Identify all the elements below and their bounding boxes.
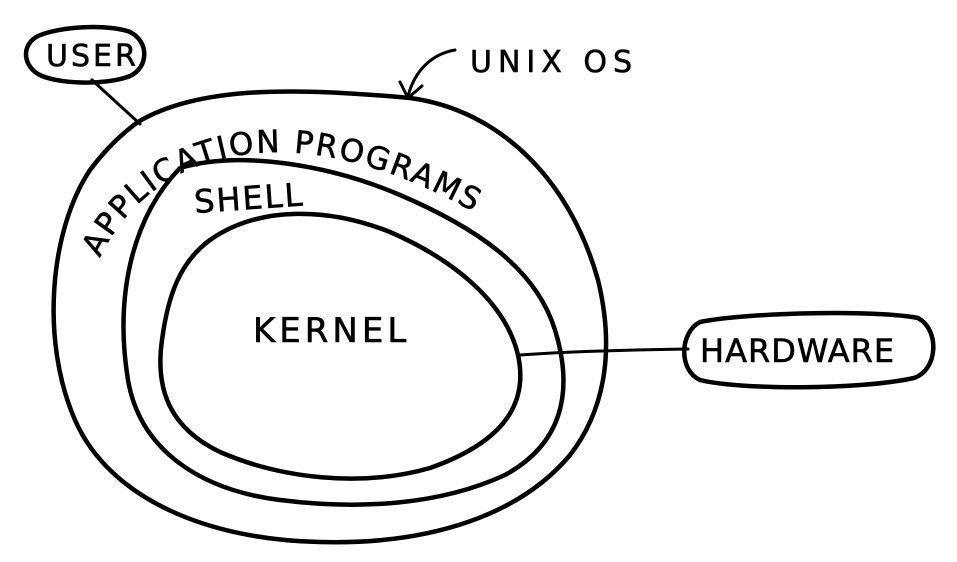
hardware-connector-line xyxy=(518,347,690,357)
shell-label: SHELL xyxy=(193,175,306,221)
unix-os-label: UNIX OS xyxy=(470,45,638,80)
middle-ring-shell-layer xyxy=(121,157,566,507)
user-connector-line xyxy=(90,78,142,126)
unix-os-arrow-curve xyxy=(406,48,457,98)
hardware-label: HARDWARE xyxy=(700,332,895,370)
hardware-bubble xyxy=(682,310,936,390)
user-label: USER xyxy=(46,39,139,74)
user-bubble xyxy=(23,24,147,85)
outer-ring-application-layer xyxy=(51,89,609,545)
kernel-label: KERNEL xyxy=(253,311,410,351)
unix-os-arrowhead xyxy=(398,80,424,100)
inner-ring-kernel-core xyxy=(158,211,523,481)
